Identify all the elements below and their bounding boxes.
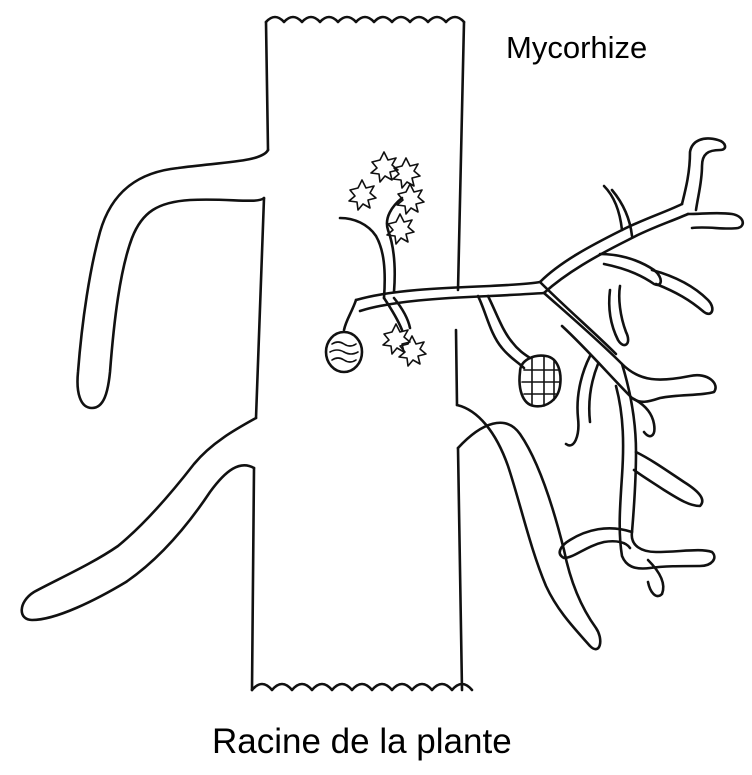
arbuscules [349, 152, 426, 366]
root-left-edge-upper [266, 22, 268, 150]
root-right-edge-middle [456, 330, 457, 405]
root-left-edge-bottom [252, 468, 254, 690]
lateral-root-lower-right [457, 405, 600, 649]
lateral-root-upper-left [78, 150, 268, 408]
root-bottom-wavy-edge [252, 684, 472, 690]
vesicle [326, 332, 362, 372]
arbuscule-3 [393, 158, 420, 188]
root-top-wavy-edge [266, 17, 464, 22]
root-right-edge-bottom [458, 448, 462, 690]
arbuscule-2 [349, 180, 376, 210]
root-label: Racine de la plante [212, 722, 512, 762]
spore-cluster [520, 356, 561, 407]
arbuscule-6 [383, 324, 410, 354]
root-left-edge-lower [256, 198, 264, 418]
mycorrhiza-label: Mycorhize [506, 30, 647, 66]
lateral-root-lower-left [22, 418, 256, 620]
root-right-edge-upper [458, 22, 464, 290]
fungal-hyphae [340, 139, 743, 597]
